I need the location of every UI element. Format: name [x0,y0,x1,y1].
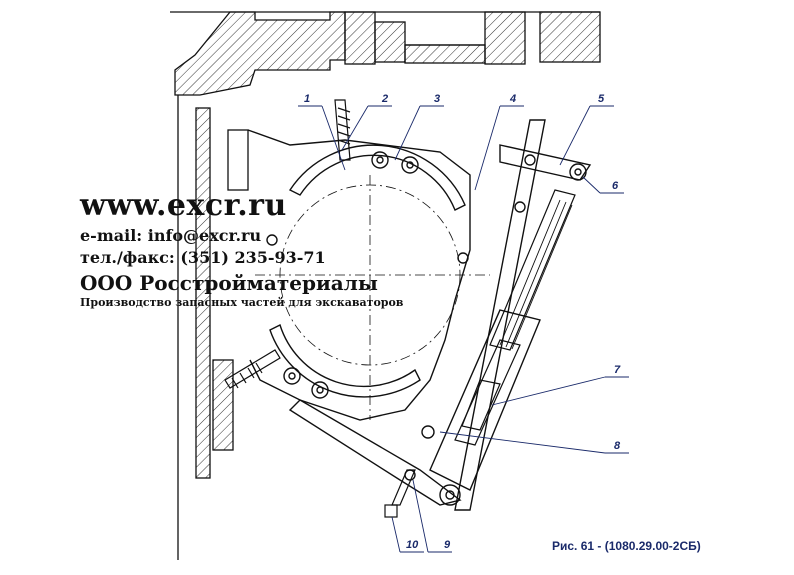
left-frame [177,95,249,560]
callout-6: 6 [612,180,619,192]
watermark-org: ООО Росстройматериалы [80,271,378,295]
callout-5: 5 [598,93,605,105]
housing-section [170,11,601,96]
callout-3: 3 [434,93,441,105]
figure-caption: Рис. 61 - (1080.29.00-2СБ) [552,539,701,553]
callout-10: 10 [406,539,419,551]
lever-and-rod [288,119,592,511]
callout-2: 2 [382,93,389,105]
callout-8: 8 [614,440,621,452]
callout-7: 7 [614,364,621,376]
watermark-email: e-mail: info@excr.ru [80,226,262,245]
watermark-production: Производство запасных частей для экскава… [80,296,404,309]
callout-1: 1 [304,93,311,105]
watermark-phone: тел./факс: (351) 235-93-71 [80,248,326,267]
callout-9: 9 [444,539,451,551]
callout-leaders [298,105,629,553]
spring-assembly [454,189,576,446]
watermark-site: www.excr.ru [80,188,287,223]
callout-4: 4 [510,93,517,105]
adjusting-bolts [224,99,416,518]
